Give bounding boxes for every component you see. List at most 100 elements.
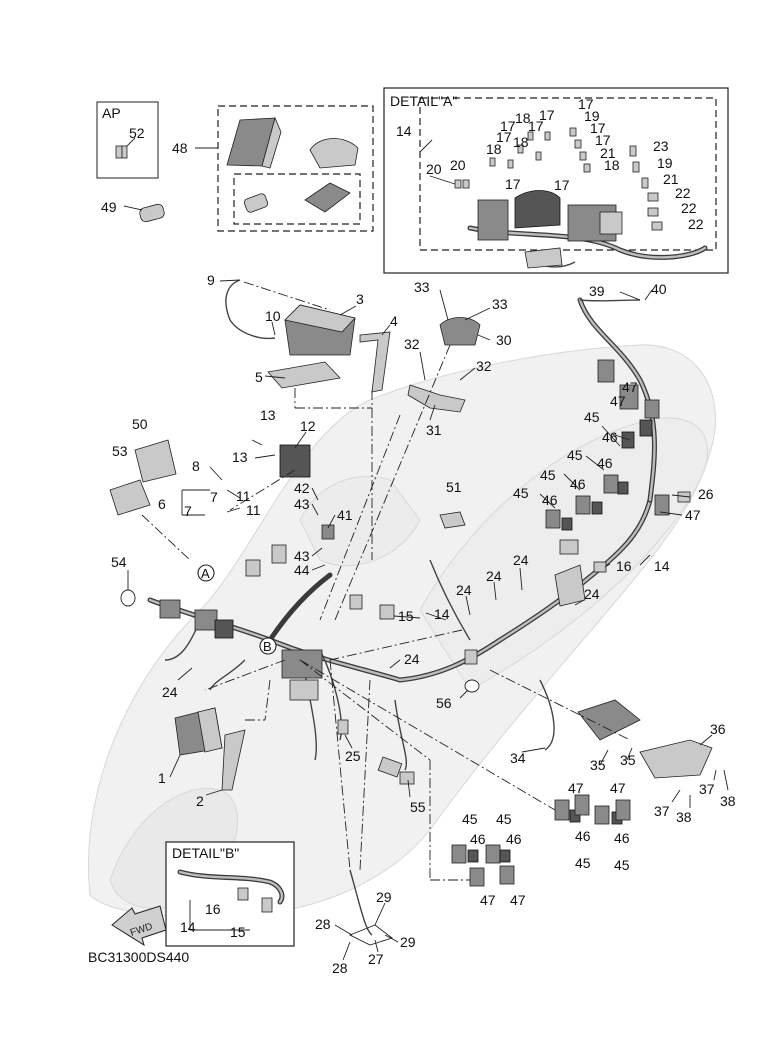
callout-15: 15: [398, 608, 414, 624]
callout-45e: 45: [462, 811, 478, 827]
detail-b-box: DETAIL"B": [165, 841, 295, 947]
callout-45c: 45: [540, 467, 556, 483]
callout-49: 49: [101, 199, 117, 215]
callout-47b: 47: [610, 393, 626, 409]
callout-33a: 33: [414, 279, 430, 295]
ecu-part-1: [174, 707, 223, 756]
callout-17f: 17: [554, 177, 570, 193]
bracket-part-31: [407, 384, 466, 413]
callout-53: 53: [112, 443, 128, 459]
callout-39: 39: [589, 283, 605, 299]
callout-44: 44: [294, 562, 310, 578]
callout-37b: 37: [699, 781, 715, 797]
callout-47g: 47: [510, 892, 526, 908]
callout-14-right: 14: [654, 558, 670, 574]
callout-19b: 19: [657, 155, 673, 171]
callout-7a: 7: [210, 489, 218, 505]
callout-28a: 28: [315, 916, 331, 932]
callout-24c: 24: [456, 582, 472, 598]
callout-1: 1: [158, 770, 166, 786]
callout-24f: 24: [162, 684, 178, 700]
callout-40: 40: [651, 281, 667, 297]
callout-23: 23: [653, 138, 669, 154]
callout-11b: 11: [246, 502, 261, 518]
callout-37a: 37: [654, 803, 670, 819]
callout-14-main: 14: [434, 606, 450, 622]
callout-36: 36: [710, 721, 726, 737]
relay-part-12: [279, 444, 311, 478]
callout-46b: 46: [597, 455, 613, 471]
leader-lines: [127, 279, 729, 961]
callout-45d: 45: [513, 485, 529, 501]
detail-a-title: DETAIL"A": [390, 93, 457, 109]
callout-47a: 47: [622, 379, 638, 395]
callout-41: 41: [337, 507, 353, 523]
callout-18d: 18: [604, 157, 620, 173]
unit-part-53: [109, 479, 151, 516]
callout-24d: 24: [584, 586, 600, 602]
callout-55: 55: [410, 799, 426, 815]
callout-2: 2: [196, 793, 204, 809]
callout-17e: 17: [505, 176, 521, 192]
callout-22c: 22: [688, 216, 704, 232]
callout-30: 30: [496, 332, 512, 348]
battery-band-part-4: [359, 331, 391, 393]
connector-cluster-lower: [451, 794, 631, 887]
bracket-part-51: [439, 511, 466, 529]
callout-32b: 32: [476, 358, 492, 374]
callout-24a: 24: [513, 552, 529, 568]
callout-46c: 46: [570, 476, 586, 492]
callout-16: 16: [616, 558, 632, 574]
detail-b-title: DETAIL"B": [172, 845, 239, 861]
callout-21a: 21: [600, 145, 616, 161]
callout-13a: 13: [260, 407, 276, 423]
svg-text:A: A: [201, 566, 210, 581]
callout-42: 42: [294, 480, 310, 496]
callout-8: 8: [192, 458, 200, 474]
callout-46g: 46: [575, 828, 591, 844]
battery-part-3: [284, 304, 356, 356]
cover-part-36: [639, 739, 713, 779]
circle-marker-a: A: [197, 564, 215, 582]
callout-28b: 28: [332, 960, 348, 976]
connector-part-52: [115, 145, 128, 159]
callout-33b: 33: [492, 296, 508, 312]
callout-50: 50: [132, 416, 148, 432]
svg-text:B: B: [263, 639, 272, 654]
fwd-arrow: FWD: [111, 905, 167, 947]
callout-34: 34: [510, 750, 526, 766]
key-fob-part-49: [123, 203, 165, 223]
battery-cover-part-5: [267, 361, 341, 389]
regulator-part-34: [577, 699, 641, 741]
callout-labels: 52 48 49 14 20 20 18 17 18 17 18 17 17 1…: [101, 96, 736, 976]
callout-43b: 43: [294, 548, 310, 564]
callout-29b: 29: [400, 934, 416, 950]
callout-47c: 47: [685, 507, 701, 523]
callout-46a: 46: [602, 429, 618, 445]
callout-46e: 46: [470, 831, 486, 847]
callout-45b: 45: [567, 447, 583, 463]
ap-box-title: AP: [102, 105, 121, 121]
callout-15-detail-b: 15: [230, 924, 246, 940]
callout-17d: 17: [539, 107, 555, 123]
callout-20b: 20: [450, 157, 466, 173]
callout-46d: 46: [542, 492, 558, 508]
callout-45a: 45: [584, 409, 600, 425]
callout-56: 56: [436, 695, 452, 711]
callout-22a: 22: [675, 185, 691, 201]
callout-14-detail-b: 14: [180, 919, 196, 935]
ecu-kit-group-48: [195, 105, 374, 232]
callout-22b: 22: [681, 200, 697, 216]
grommet-part-54: [120, 589, 136, 607]
bracket-part-30: [439, 317, 481, 346]
callout-35a: 35: [590, 757, 606, 773]
callout-17b: 17: [500, 118, 516, 134]
callout-51: 51: [446, 479, 462, 495]
callout-18b: 18: [513, 134, 529, 150]
callout-29a: 29: [376, 889, 392, 905]
callout-47f: 47: [480, 892, 496, 908]
callout-7b: 7: [184, 503, 192, 519]
callout-10: 10: [265, 308, 281, 324]
callout-17g: 17: [578, 96, 594, 112]
